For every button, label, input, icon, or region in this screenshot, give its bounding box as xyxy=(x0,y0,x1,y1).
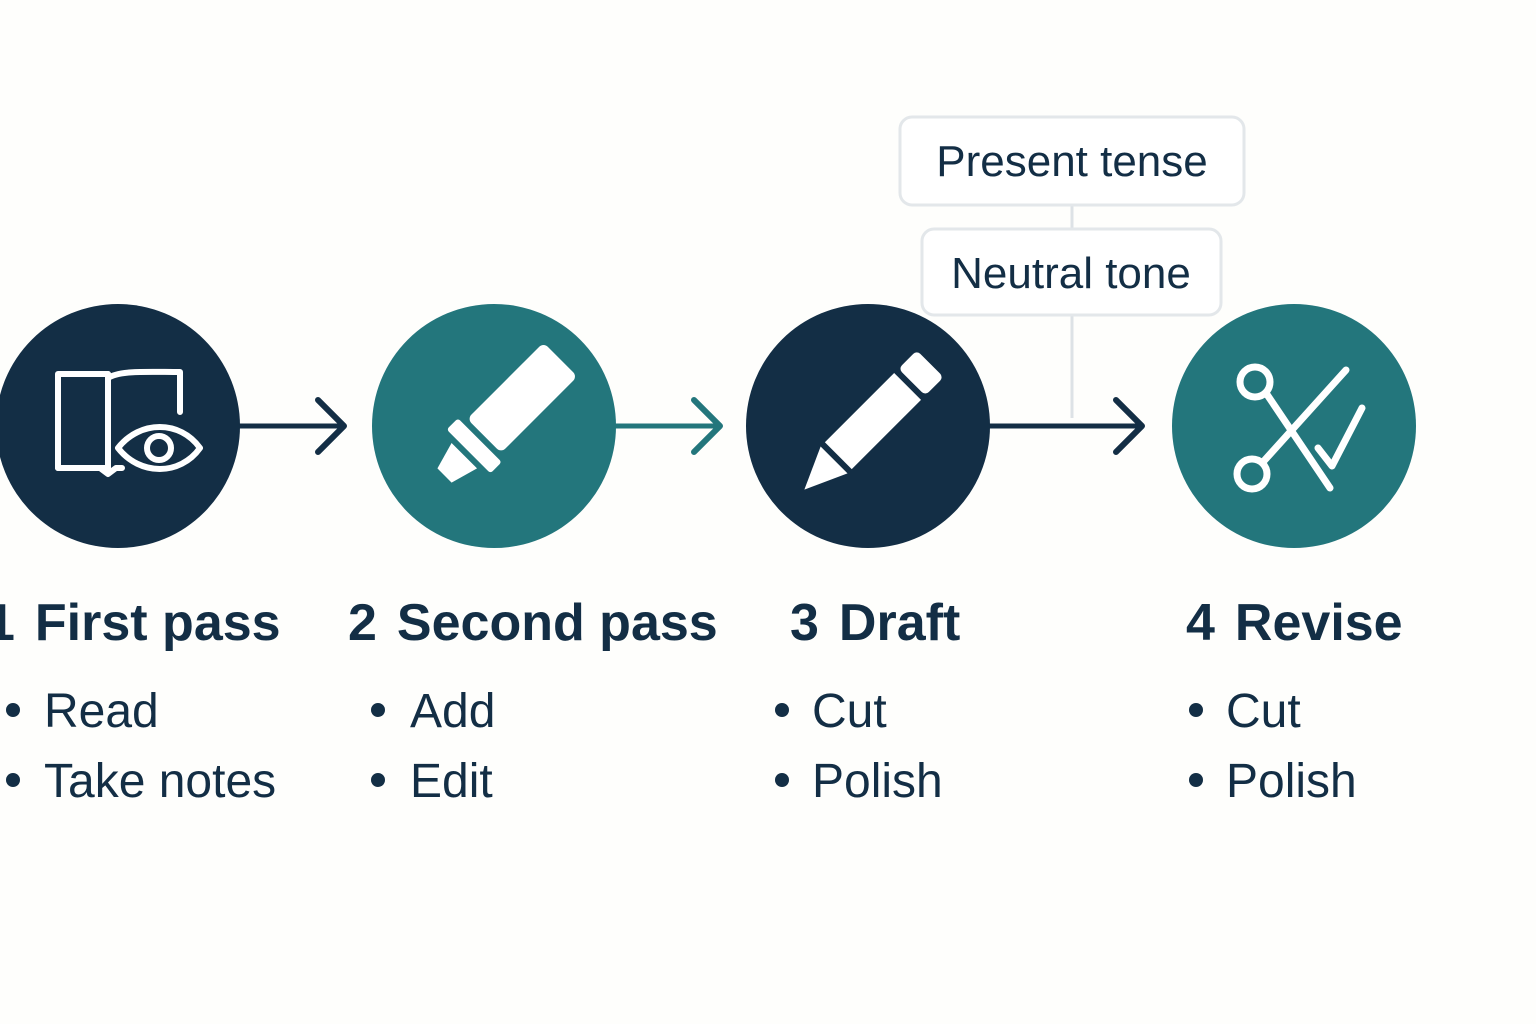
arrow-1-to-2 xyxy=(235,397,347,455)
note-present-tense: Present tense xyxy=(898,115,1246,207)
step-4-number: 4 xyxy=(1186,594,1215,652)
step-2: 2 Second pass Add Edit xyxy=(348,304,718,808)
highlighter-icon xyxy=(437,345,575,483)
bullet-dot xyxy=(1189,773,1203,787)
arrow-3-to-4 xyxy=(985,397,1145,455)
bullet-dot xyxy=(371,703,385,717)
bullet-dot xyxy=(6,773,20,787)
step-3-bullet-1: Cut xyxy=(812,685,887,738)
step-1: 1 First pass Read Take notes xyxy=(0,304,281,808)
step-2-title: Second pass xyxy=(397,594,718,652)
note-label: Present tense xyxy=(936,137,1208,186)
bullet-dot xyxy=(371,773,385,787)
scissors-check-icon xyxy=(1233,363,1366,493)
step-4-bullet-1: Cut xyxy=(1226,685,1301,738)
arrow-2-to-3 xyxy=(611,397,723,455)
pencil-icon xyxy=(804,352,942,490)
step-3-number: 3 xyxy=(790,594,819,652)
bullet-dot xyxy=(1189,703,1203,717)
step-4: 4 Revise Cut Polish xyxy=(1172,304,1416,808)
step-1-bullet-1: Read xyxy=(44,685,159,738)
step-2-bullet-2: Edit xyxy=(410,755,493,808)
step-3-title: Draft xyxy=(839,594,960,652)
book-eye-icon xyxy=(55,368,203,477)
step-2-number: 2 xyxy=(348,594,377,652)
step-3-bullet-2: Polish xyxy=(812,755,943,808)
note-label: Neutral tone xyxy=(951,249,1191,298)
step-1-number: 1 xyxy=(0,594,15,652)
bullet-dot xyxy=(775,773,789,787)
bullet-dot xyxy=(775,703,789,717)
step-1-circle xyxy=(0,304,240,548)
step-1-bullet-2: Take notes xyxy=(44,755,276,808)
step-1-title: First pass xyxy=(35,594,281,652)
bullet-dot xyxy=(6,703,20,717)
note-neutral-tone: Neutral tone xyxy=(920,227,1223,317)
step-2-bullet-1: Add xyxy=(410,685,495,738)
step-4-title: Revise xyxy=(1235,594,1403,652)
step-4-bullet-2: Polish xyxy=(1226,755,1357,808)
step-3: 3 Draft Cut Polish xyxy=(746,304,990,808)
